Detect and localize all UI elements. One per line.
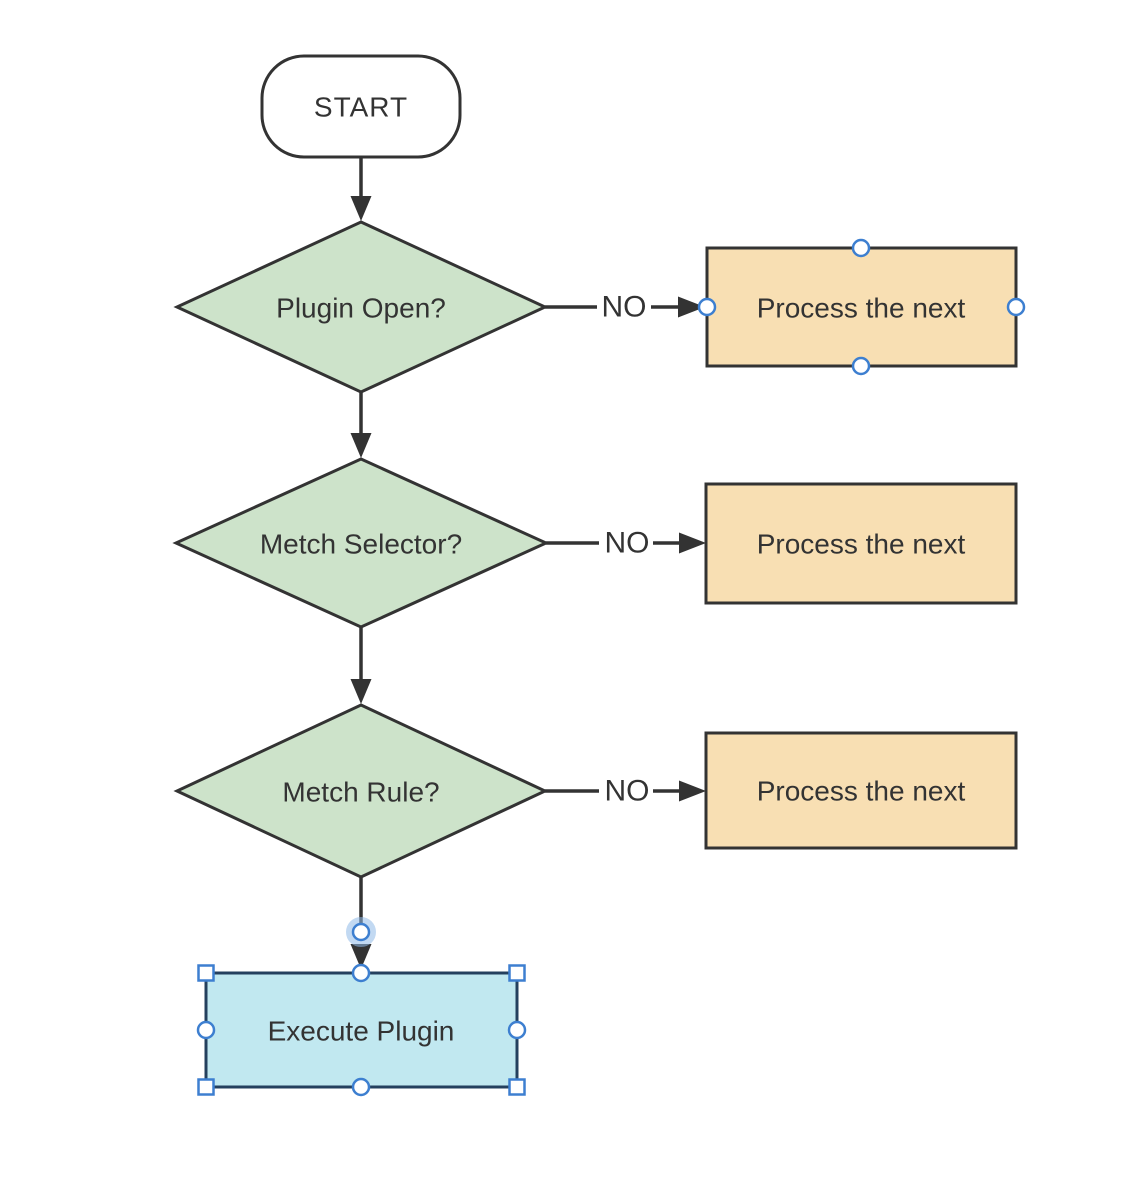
decision-label: Plugin Open? <box>276 293 446 324</box>
resize-handle-bottom-right[interactable] <box>508 1078 526 1096</box>
node-execute-plugin-selected[interactable]: Execute Plugin <box>196 963 527 1097</box>
node-decision-metch-rule[interactable]: Metch Rule? <box>173 703 549 879</box>
connection-point-bottom[interactable] <box>851 356 871 376</box>
endpoint-circle[interactable] <box>351 922 371 942</box>
arrowhead-down-icon <box>350 944 372 969</box>
node-decision-metch-selector[interactable]: Metch Selector? <box>172 457 550 629</box>
execute-label: Execute Plugin <box>268 1016 455 1047</box>
start-label: START <box>314 92 408 123</box>
connection-point-right[interactable] <box>507 1020 527 1040</box>
node-process-next-3[interactable]: Process the next <box>704 731 1018 850</box>
edge-start-to-plugin-open[interactable] <box>350 157 372 221</box>
edge-metch-selector-to-metch-rule[interactable] <box>350 627 372 704</box>
connection-point-left[interactable] <box>196 1020 216 1040</box>
node-process-next-1[interactable]: Process the next <box>697 238 1026 376</box>
resize-handle-top-right[interactable] <box>508 964 526 982</box>
connection-point-top[interactable] <box>851 238 871 258</box>
arrowhead-down-icon <box>350 679 372 704</box>
edge-metch-rule-to-execute-plugin[interactable] <box>350 877 372 969</box>
edge-plugin-open-to-metch-selector[interactable] <box>350 392 372 458</box>
edge-no-1[interactable]: NO <box>545 291 705 324</box>
decision-label: Metch Rule? <box>282 777 439 808</box>
process-label: Process the next <box>757 776 966 807</box>
start-terminator-shape[interactable] <box>260 54 462 159</box>
endpoint-glow <box>346 917 376 947</box>
arrowhead-down-icon <box>350 433 372 458</box>
edge-label-no: NO <box>605 527 650 560</box>
arrowhead-right-icon <box>678 296 705 318</box>
process-rect-shape[interactable] <box>704 731 1018 850</box>
connection-point-left[interactable] <box>697 297 717 317</box>
resize-handle-bottom-left[interactable] <box>197 1078 215 1096</box>
execute-rect-shape[interactable] <box>204 971 519 1089</box>
process-rect-shape[interactable] <box>704 482 1018 605</box>
resize-handle-top-left[interactable] <box>197 964 215 982</box>
connection-point-top[interactable] <box>351 963 371 983</box>
arrowhead-down-icon <box>350 196 372 221</box>
decision-label: Metch Selector? <box>260 529 462 560</box>
edge-no-2[interactable]: NO <box>546 527 706 560</box>
node-start[interactable]: START <box>260 54 462 159</box>
edge-label-no: NO <box>605 775 650 808</box>
decision-diamond-shape[interactable] <box>173 220 549 394</box>
decision-diamond-shape[interactable] <box>172 457 550 629</box>
edge-label-no: NO <box>602 291 647 324</box>
connection-point-bottom[interactable] <box>351 1077 371 1097</box>
edge-no-3[interactable]: NO <box>545 775 706 808</box>
decision-diamond-shape[interactable] <box>173 703 549 879</box>
node-decision-plugin-open[interactable]: Plugin Open? <box>173 220 549 394</box>
arrowhead-right-icon <box>679 532 706 554</box>
connection-point-right[interactable] <box>1006 297 1026 317</box>
node-process-next-2[interactable]: Process the next <box>704 482 1018 605</box>
process-label: Process the next <box>757 293 966 324</box>
edge-endpoint-handle[interactable] <box>346 917 376 947</box>
arrowhead-right-icon <box>679 780 706 802</box>
process-label: Process the next <box>757 529 966 560</box>
